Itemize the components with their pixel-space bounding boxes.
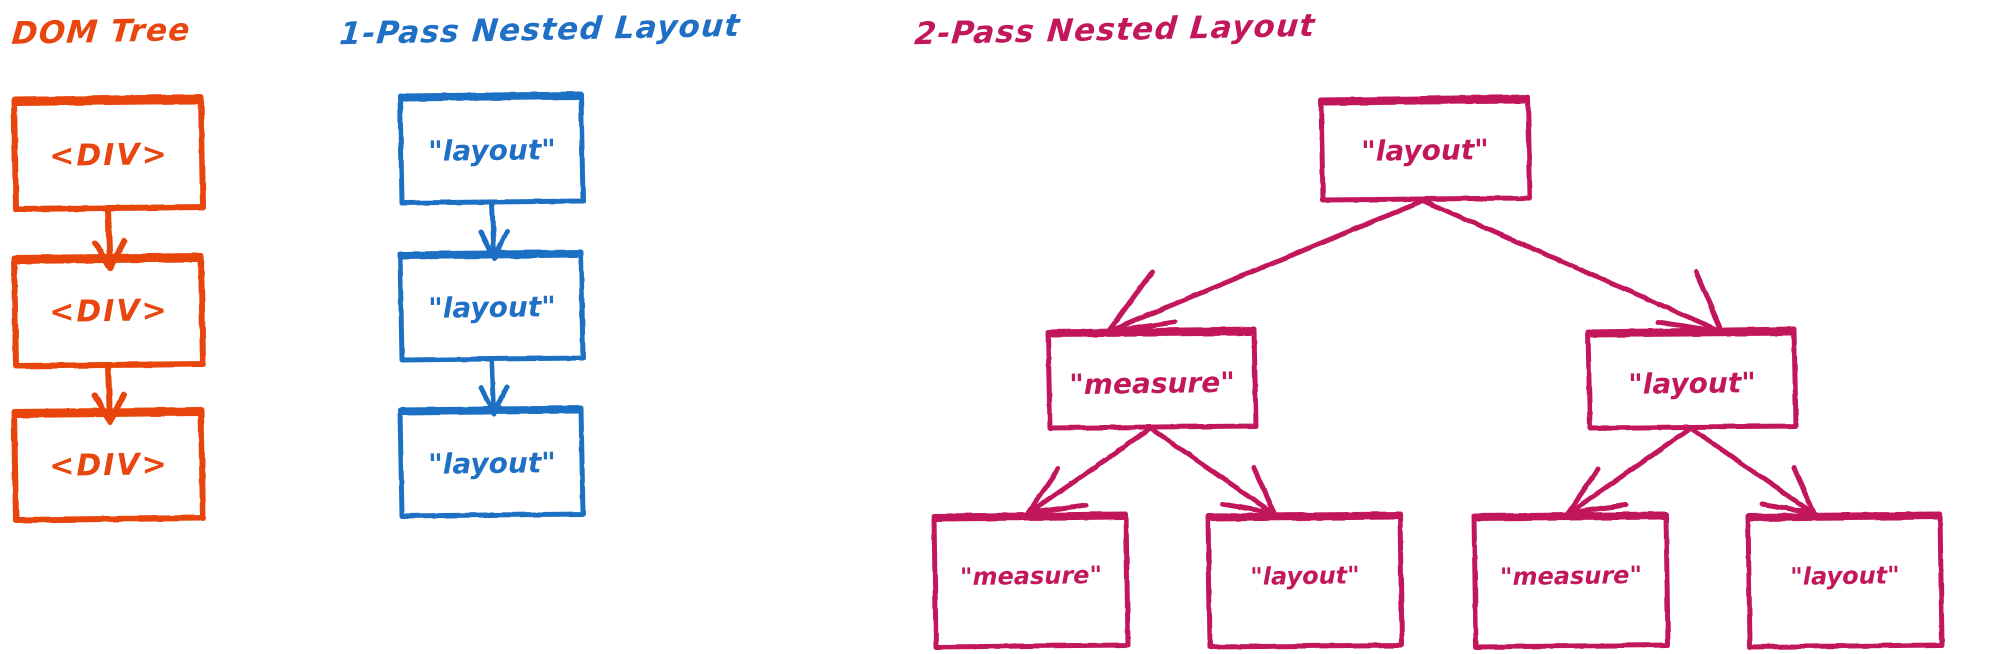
one-node-3-box bbox=[397, 405, 586, 519]
one-arrow-1-2 bbox=[478, 200, 510, 261]
two-leaf-3-label: "measure" bbox=[1499, 561, 1643, 591]
two-edge-midright-leaf3 bbox=[1565, 426, 1693, 516]
two-mid-left-box bbox=[1045, 326, 1259, 431]
two-root-box bbox=[1318, 94, 1533, 203]
one-node-1-label: "layout" bbox=[427, 133, 557, 168]
two-leaf-4-label: "layout" bbox=[1790, 561, 1900, 591]
one-arrow-2-3 bbox=[478, 357, 510, 417]
two-edge-midleft-leaf2 bbox=[1149, 426, 1277, 516]
two-leaf-2-label: "layout" bbox=[1250, 561, 1360, 591]
dom-tree-group bbox=[11, 94, 206, 523]
dom-node-2-box bbox=[11, 253, 206, 369]
one-pass-group bbox=[397, 91, 586, 519]
dom-node-3-label: <DIV> bbox=[48, 447, 170, 484]
two-mid-right-box bbox=[1585, 326, 1799, 431]
two-leaf-1-box bbox=[931, 511, 1131, 650]
two-pass-group bbox=[931, 94, 1945, 650]
dom-node-1-label: <DIV> bbox=[48, 137, 170, 174]
two-mid-right-label: "layout" bbox=[1627, 366, 1757, 401]
two-leaf-1-label: "measure" bbox=[959, 561, 1103, 591]
two-leaf-3-box bbox=[1471, 511, 1671, 650]
two-edge-root-midleft bbox=[1105, 198, 1425, 335]
dom-node-3-box bbox=[11, 407, 206, 523]
two-root-label: "layout" bbox=[1360, 133, 1490, 168]
two-edge-midright-leaf4 bbox=[1689, 426, 1817, 516]
two-edge-midleft-leaf1 bbox=[1025, 426, 1153, 516]
two-leaf-2-box bbox=[1205, 511, 1405, 650]
one-node-3-label: "layout" bbox=[427, 446, 557, 481]
one-node-2-box bbox=[397, 249, 586, 363]
two-edge-root-midright bbox=[1421, 198, 1725, 335]
two-mid-left-label: "measure" bbox=[1068, 365, 1236, 402]
dom-node-2-label: <DIV> bbox=[48, 293, 170, 330]
section-title-dom-tree: DOM Tree bbox=[10, 12, 193, 52]
one-node-1-box bbox=[397, 91, 586, 206]
two-leaf-4-box bbox=[1745, 511, 1945, 650]
one-node-2-label: "layout" bbox=[427, 290, 557, 325]
dom-node-1-box bbox=[11, 94, 206, 212]
